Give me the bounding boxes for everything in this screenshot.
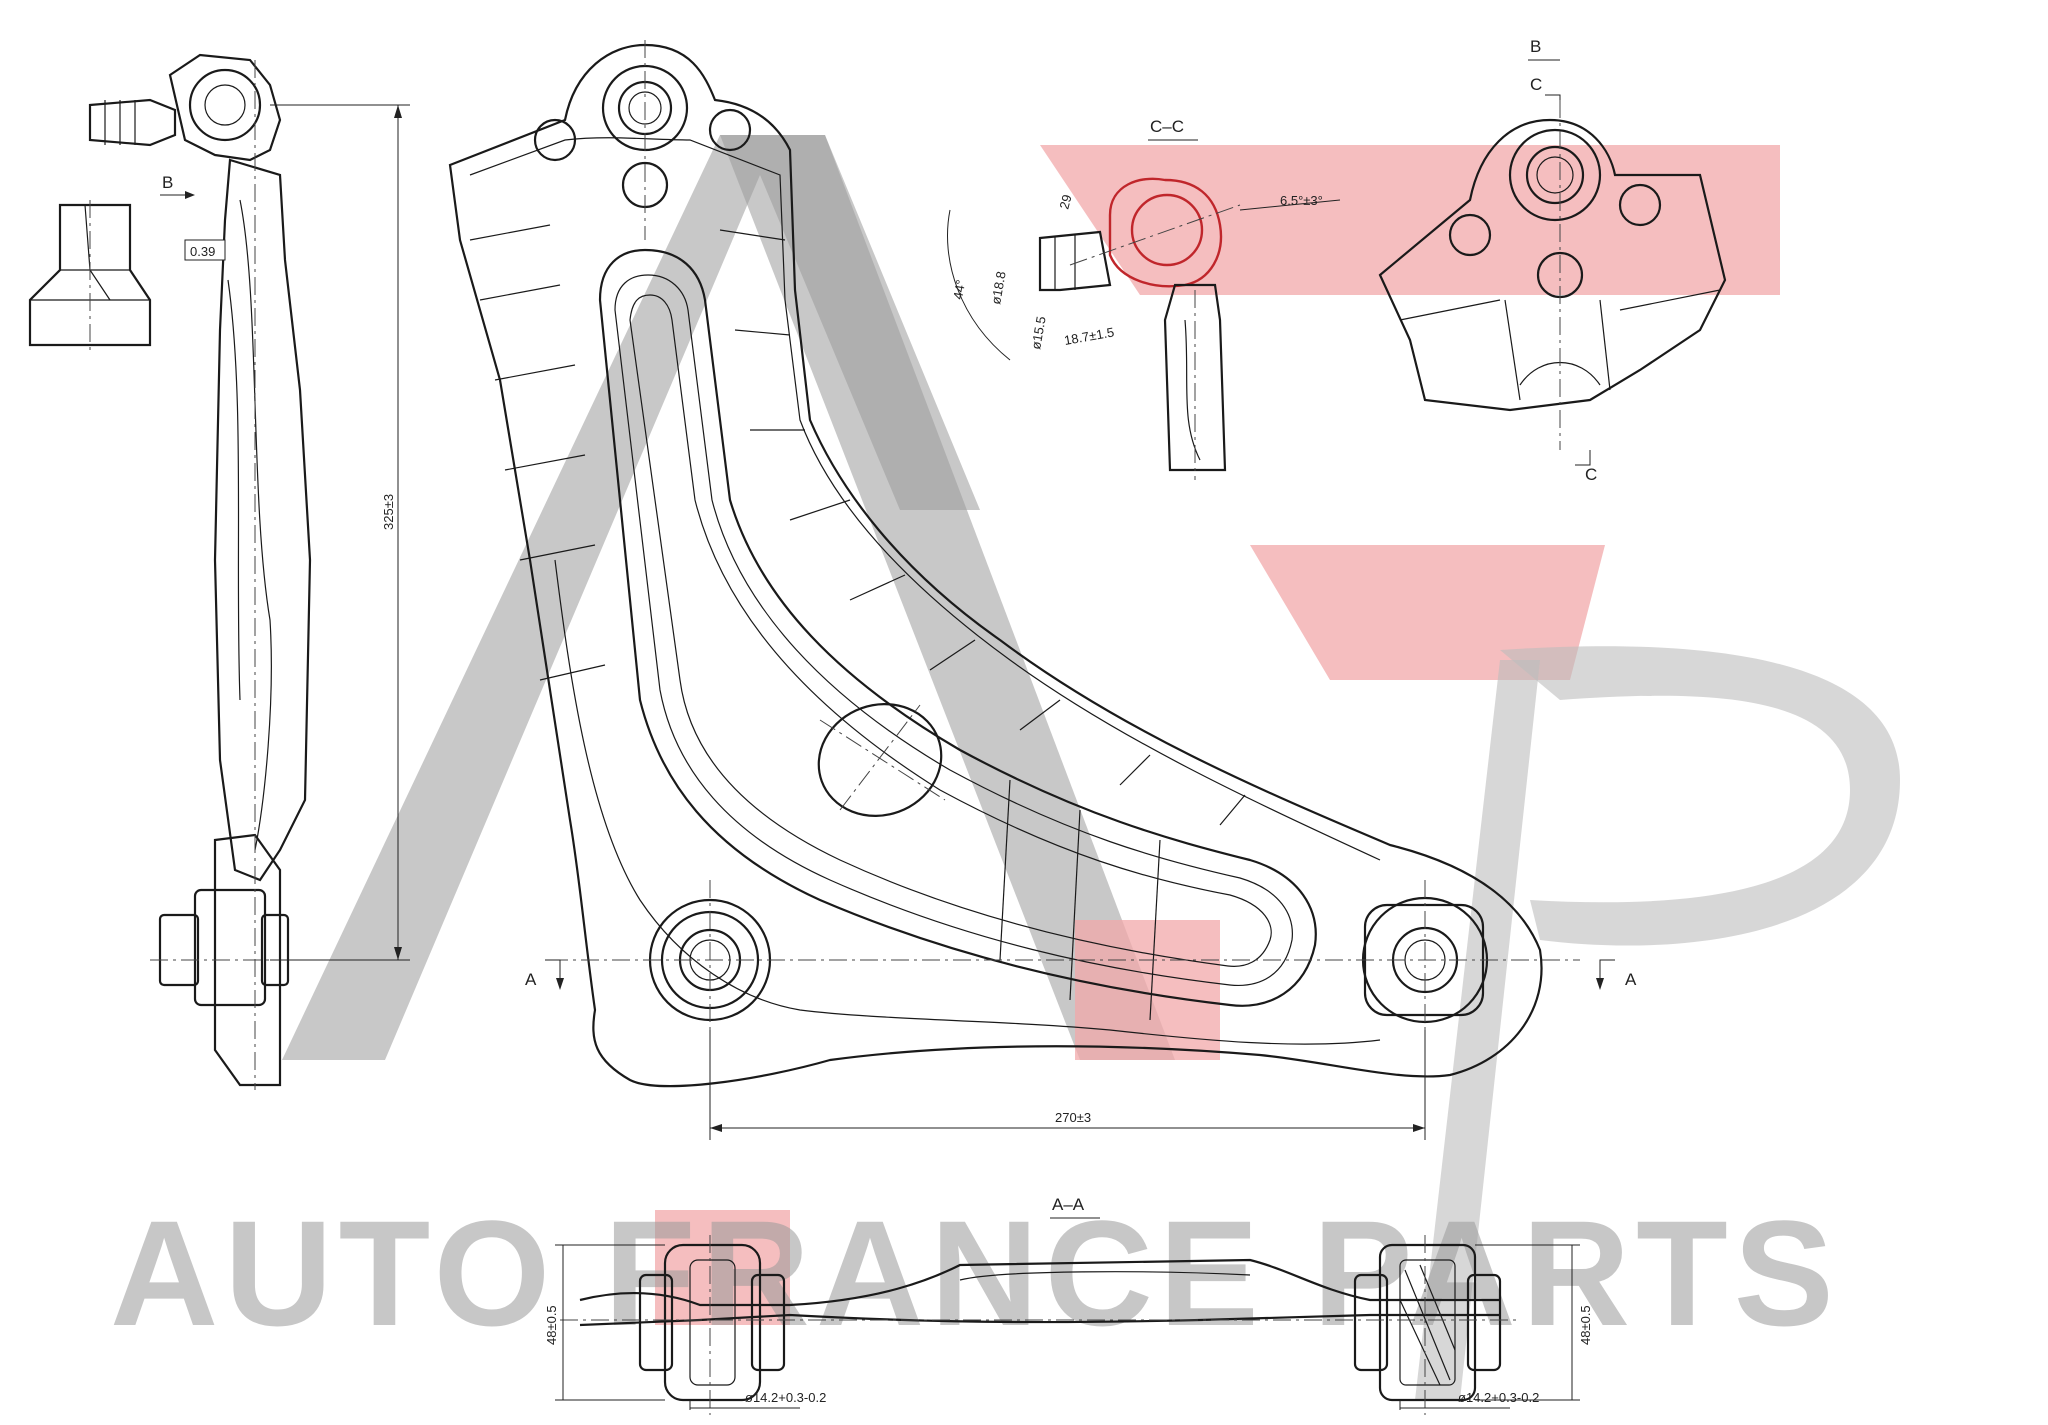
- watermark-logo: AUTO FRANCE PARTS: [110, 135, 1900, 1400]
- side-view: B 0.39: [88, 53, 312, 1090]
- dim-325: 325±3: [381, 494, 396, 530]
- view-b: B C C: [1378, 37, 1727, 484]
- marker-c-top: C: [1530, 75, 1542, 94]
- dimension-length: 270±3: [709, 1030, 1426, 1140]
- detail-view-stud: [28, 200, 152, 350]
- watermark-text: AUTO FRANCE PARTS: [110, 1189, 1840, 1357]
- tolerance-box: 0.39: [190, 244, 215, 259]
- dimension-height: 325±3: [270, 104, 410, 961]
- marker-b-left: B: [162, 173, 173, 192]
- dim-bore-left: ø14.2+0.3-0.2: [745, 1390, 826, 1405]
- marker-a-left: A: [525, 970, 537, 989]
- dim-angle-65: 6.5°±3°: [1280, 193, 1323, 208]
- section-aa: A–A 48±0.5 48±0.5 ø14.2+0.3-0.2: [544, 1195, 1593, 1415]
- marker-b-top: B: [1530, 37, 1541, 56]
- dim-bore-right: ø14.2+0.3-0.2: [1458, 1390, 1539, 1405]
- dim-270: 270±3: [1055, 1110, 1091, 1125]
- section-cc: C–C 44° 6.5°±3° ø18.8 ø15.5 18.7±1.5 29: [947, 117, 1341, 480]
- label-section-aa: A–A: [1052, 1195, 1085, 1214]
- label-section-cc: C–C: [1150, 117, 1184, 136]
- dim-stud-18: ø18.8: [988, 270, 1009, 305]
- main-plan-view: A A: [448, 40, 1637, 1130]
- dim-48-right: 48±0.5: [1578, 1305, 1593, 1345]
- dim-stud-15: ø15.5: [1028, 315, 1049, 350]
- marker-a-right: A: [1625, 970, 1637, 989]
- dim-48-left: 48±0.5: [544, 1305, 559, 1345]
- dim-top-r: 29: [1056, 193, 1074, 211]
- dim-angle-44: 44°: [950, 279, 968, 301]
- dim-stud-len: 18.7±1.5: [1063, 324, 1115, 348]
- marker-c-bottom: C: [1585, 465, 1597, 484]
